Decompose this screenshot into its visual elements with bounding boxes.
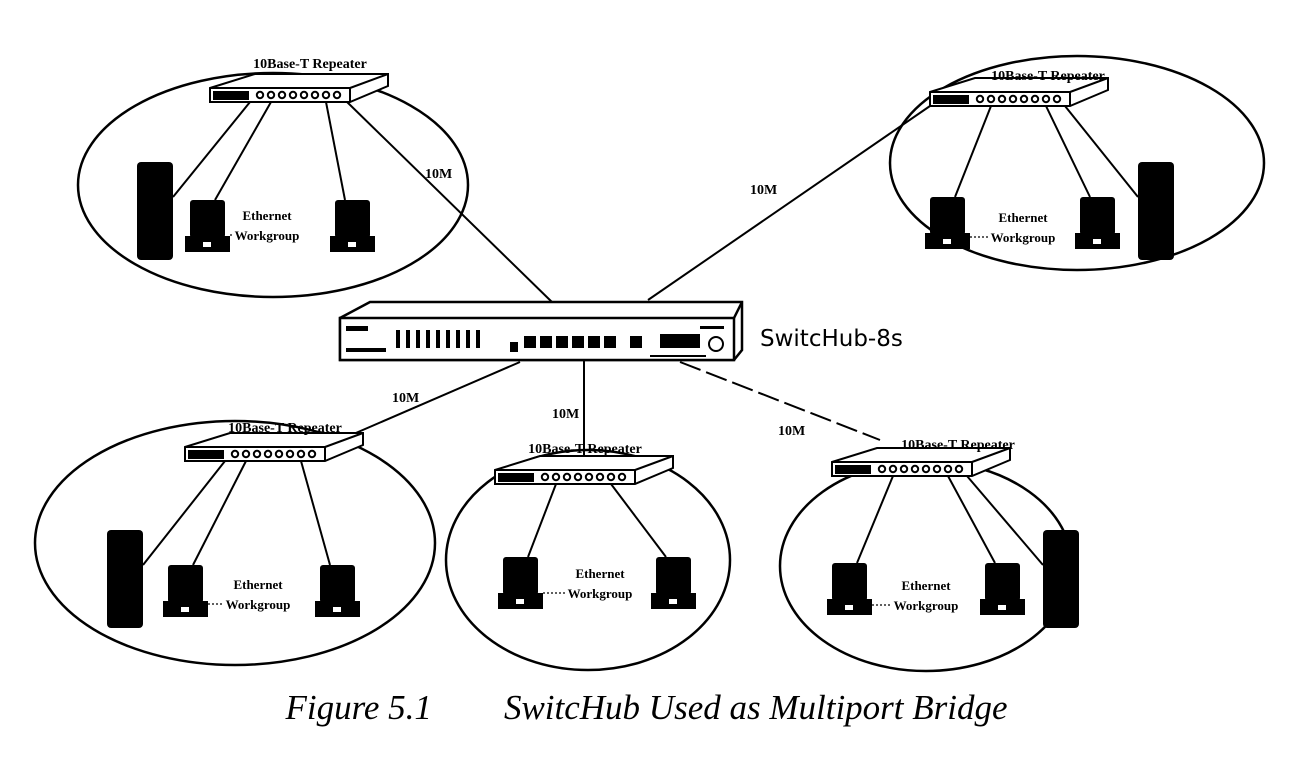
workgroups: 10Base-T RepeaterEthernetWorkgroup10Base… xyxy=(33,54,1266,673)
server-icon xyxy=(1043,530,1079,628)
cable xyxy=(142,460,226,566)
server-icon xyxy=(137,162,173,260)
repeater-label: 10Base-T Repeater xyxy=(901,438,1015,453)
workgroup-label-line1: Ethernet xyxy=(901,578,951,593)
workstation-icon xyxy=(651,557,696,609)
uplink-label-top-left: 10M xyxy=(425,167,452,182)
workstation-icon xyxy=(330,200,375,252)
repeater-label: 10Base-T Repeater xyxy=(528,442,642,457)
workgroup-label-line2: Workgroup xyxy=(894,598,959,613)
network-switch-icon xyxy=(338,300,744,362)
repeater-icon xyxy=(929,77,1109,107)
workgroup-boundary xyxy=(33,419,437,667)
cable xyxy=(856,475,894,564)
cable xyxy=(954,105,992,198)
workstation-icon xyxy=(498,557,543,609)
workstation-icon xyxy=(925,197,970,249)
workgroup-label-line2: Workgroup xyxy=(226,597,291,612)
server-icon xyxy=(1138,162,1174,260)
repeater-icon xyxy=(494,455,674,485)
workgroup-label-line1: Ethernet xyxy=(242,208,292,223)
switch-label: SwitcHub-8s xyxy=(760,326,903,352)
workstation-icon xyxy=(185,200,230,252)
uplink-bottom-left xyxy=(334,361,521,443)
switchhub-device: SwitcHub-8s xyxy=(338,300,903,362)
uplink-label-bottom-center: 10M xyxy=(552,407,579,422)
workgroup-label-line2: Workgroup xyxy=(235,228,300,243)
cable xyxy=(172,101,251,198)
workstation-icon xyxy=(163,565,208,617)
uplink-label-bottom-left: 10M xyxy=(392,391,419,406)
cable xyxy=(214,101,272,201)
repeater-label: 10Base-T Repeater xyxy=(253,57,367,72)
figure-number: Figure 5.1 xyxy=(285,688,432,727)
uplink-bottom-right xyxy=(679,361,881,441)
server-icon xyxy=(107,530,143,628)
repeater-label: 10Base-T Repeater xyxy=(228,421,342,436)
cable xyxy=(966,475,1044,566)
uplink-top-right xyxy=(647,105,931,301)
workgroup-label-line2: Workgroup xyxy=(568,586,633,601)
workgroup-boundary xyxy=(444,448,732,672)
cable xyxy=(947,475,996,564)
repeater-icon xyxy=(831,447,1011,477)
cable xyxy=(192,460,247,566)
figure-caption: Figure 5.1 SwitcHub Used as Multiport Bri… xyxy=(0,688,1293,728)
uplinks xyxy=(334,99,931,460)
workgroup-label-line1: Ethernet xyxy=(233,577,283,592)
cable xyxy=(1064,105,1139,198)
workstation-icon xyxy=(315,565,360,617)
workgroup-boundary xyxy=(778,459,1074,673)
workgroup-boundary xyxy=(76,71,470,299)
uplink-label-bottom-right: 10M xyxy=(778,424,805,439)
workgroup-label-line1: Ethernet xyxy=(575,566,625,581)
workgroup-boundary xyxy=(888,54,1266,272)
workstation-icon xyxy=(827,563,872,615)
cable xyxy=(325,101,346,201)
repeater-label: 10Base-T Repeater xyxy=(991,69,1105,84)
cable xyxy=(527,483,557,558)
repeater-icon xyxy=(209,73,389,103)
figure-title: SwitcHub Used as Multiport Bridge xyxy=(503,688,1008,727)
uplink-top-left xyxy=(344,99,556,306)
workstation-icon xyxy=(1075,197,1120,249)
workgroup-label-line2: Workgroup xyxy=(991,230,1056,245)
repeater-icon xyxy=(184,432,364,462)
cable xyxy=(1045,105,1091,198)
workgroup-label-line1: Ethernet xyxy=(998,210,1048,225)
cable xyxy=(610,483,667,558)
workstation-icon xyxy=(980,563,1025,615)
cable xyxy=(300,460,331,566)
uplink-label-top-right: 10M xyxy=(750,183,777,198)
